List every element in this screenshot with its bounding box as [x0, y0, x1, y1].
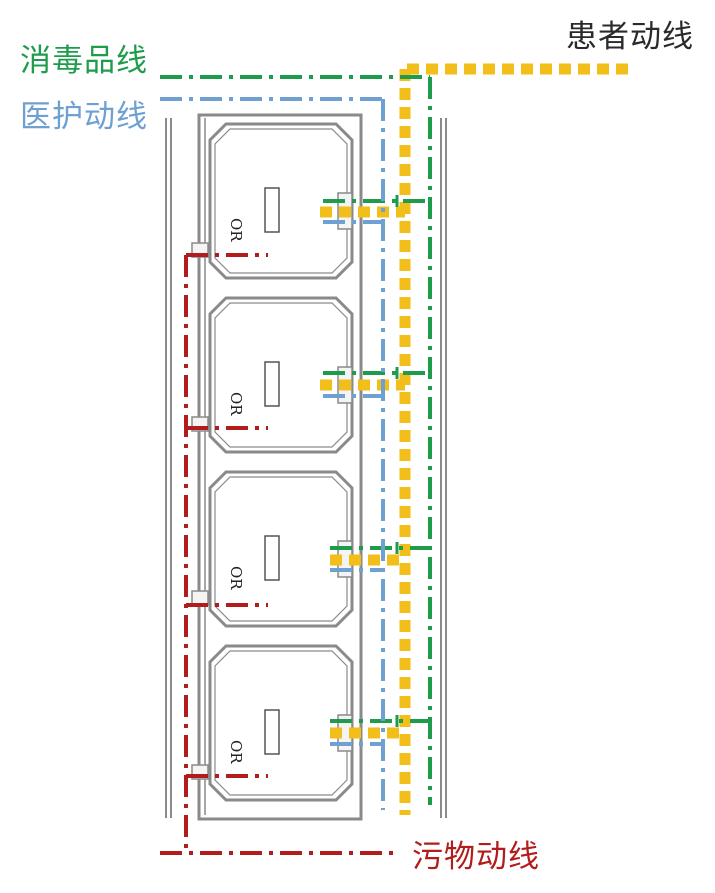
- room-label: OR: [227, 218, 245, 242]
- patient-flow-label: 患者动线: [566, 19, 694, 55]
- staff-flow-label: 医护动线: [20, 99, 148, 135]
- rooms-outer-wall: [197, 113, 363, 821]
- room-label: OR: [227, 566, 245, 590]
- waste-flow-route: [160, 253, 400, 855]
- waste-flow-label: 污物动线: [412, 839, 540, 875]
- staff-flow-route: [160, 97, 385, 810]
- disinfection-flow-route: [160, 75, 432, 805]
- room-equipment: [264, 535, 280, 581]
- room-inner-wall: [214, 650, 348, 796]
- operating-room-3: OR: [191, 470, 354, 628]
- room-wall: [208, 644, 354, 802]
- room-wall: [208, 470, 354, 628]
- disinfection-flow-label: 消毒品线: [20, 43, 148, 79]
- corridor-walls: [165, 118, 447, 818]
- room-inner-wall: [214, 302, 348, 448]
- operating-room-2: OR: [191, 296, 354, 454]
- room-inner-wall: [214, 128, 348, 274]
- room-equipment: [264, 709, 280, 755]
- patient-flow-route: [320, 63, 628, 815]
- room-equipment: [264, 187, 280, 233]
- room-inner-wall: [214, 476, 348, 622]
- room-wall: [208, 122, 354, 280]
- room-left-door: [191, 590, 209, 606]
- operating-rooms: OR OR OR OR: [191, 113, 363, 821]
- room-label: OR: [227, 392, 245, 416]
- room-label: OR: [227, 740, 245, 764]
- room-equipment: [264, 361, 280, 407]
- room-wall: [208, 296, 354, 454]
